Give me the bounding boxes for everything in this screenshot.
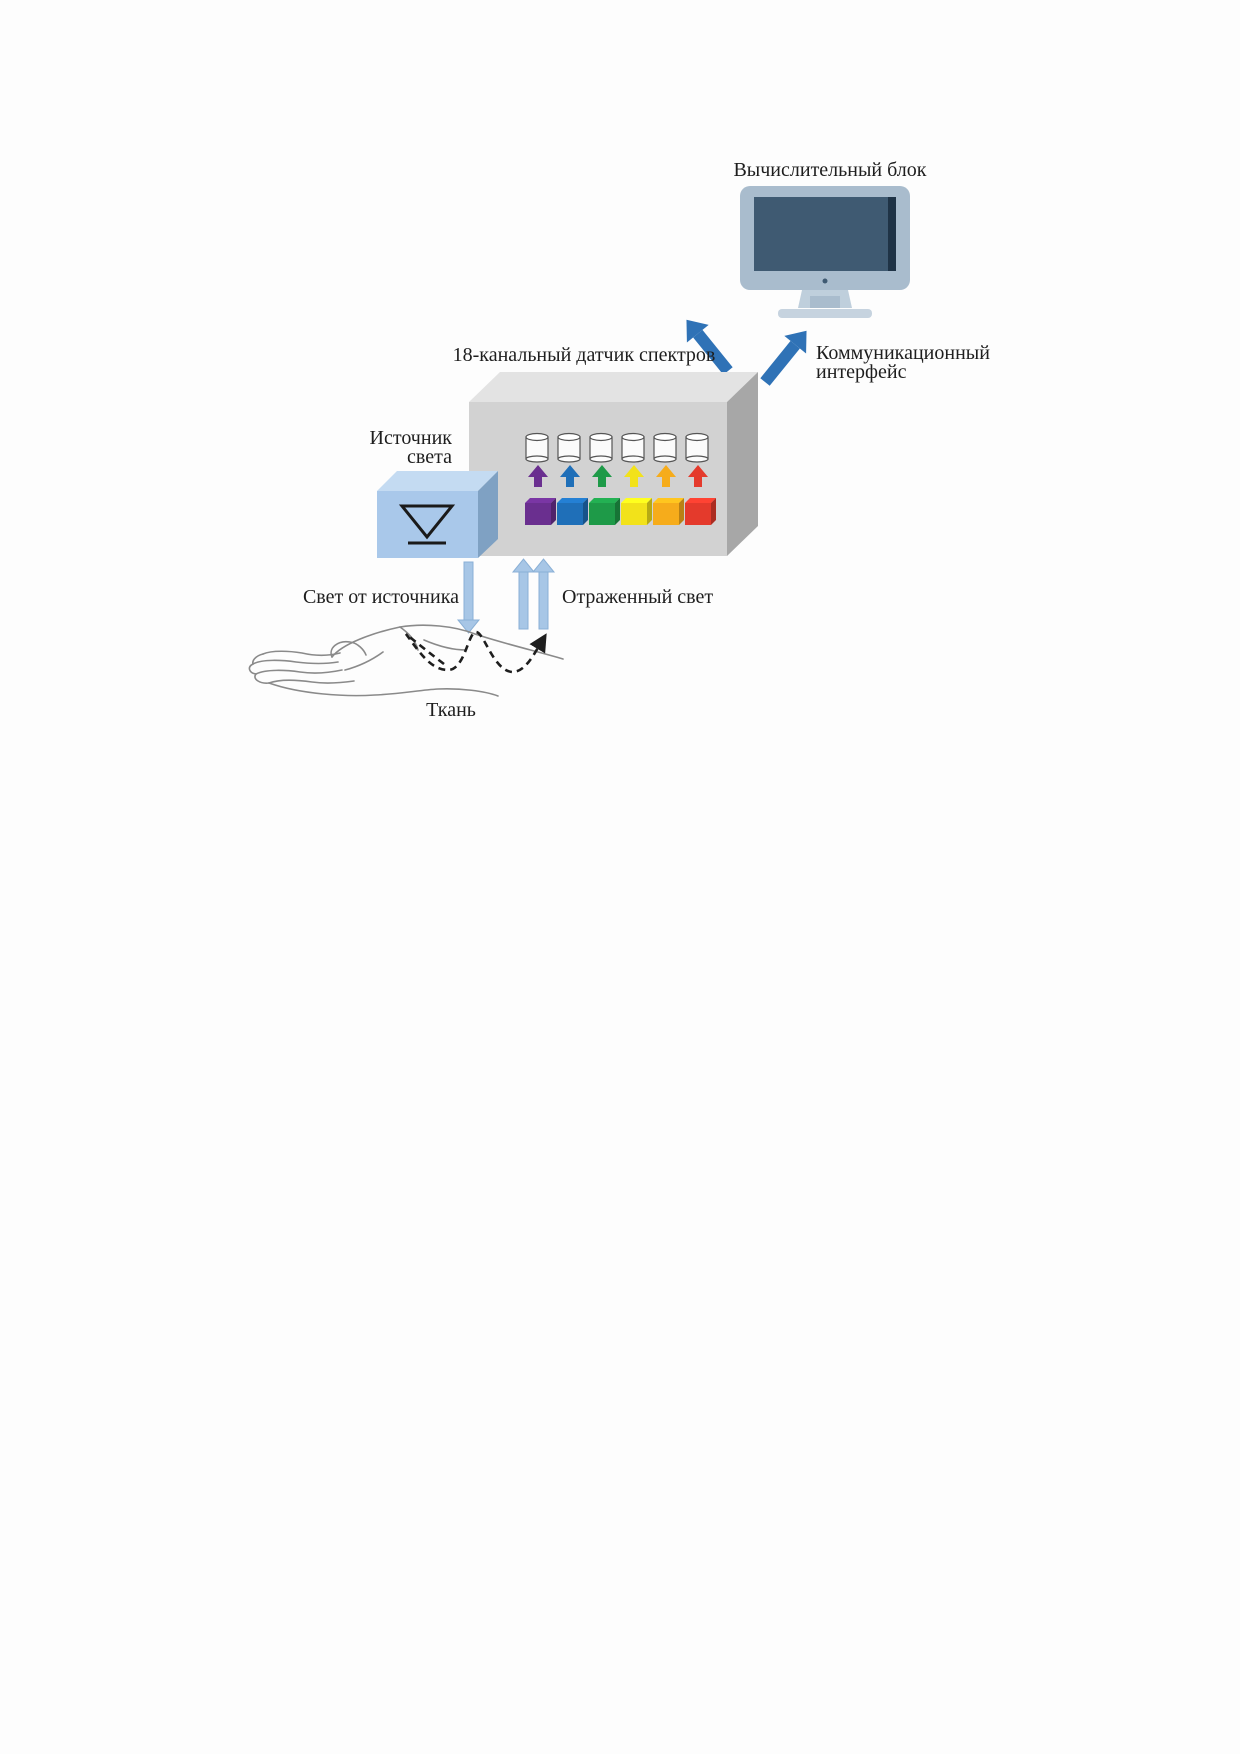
filter-cube xyxy=(653,498,684,525)
light-path-curve xyxy=(404,630,547,674)
channel-arrow-icon xyxy=(528,465,548,487)
source-light-label: Свет от источника xyxy=(303,586,459,608)
tissue-label: Ткань xyxy=(426,699,476,721)
reflected-light-label: Отраженный свет xyxy=(562,586,713,608)
communication-arrows xyxy=(686,319,807,386)
detector-cylinder-icon xyxy=(557,432,581,463)
filter-cube xyxy=(525,498,556,525)
source-light-arrow-icon xyxy=(456,561,481,634)
arrow-to-computer-icon xyxy=(760,330,807,386)
channel-6 xyxy=(685,432,716,525)
computing-unit-label: Вычислительный блок xyxy=(733,159,926,181)
emitter-symbol-icon xyxy=(398,504,456,545)
filter-cube xyxy=(589,498,620,525)
arrow-to-sensor-icon xyxy=(686,319,733,375)
interface-label-line1: Коммуникационный xyxy=(816,342,990,364)
monitor-icon xyxy=(740,186,910,318)
sensor-channels xyxy=(525,432,716,525)
filter-cube xyxy=(685,498,716,525)
channel-4 xyxy=(621,432,652,525)
detector-cylinder-icon xyxy=(653,432,677,463)
detector-cylinder-icon xyxy=(685,432,709,463)
channel-arrow-icon xyxy=(688,465,708,487)
filter-cube xyxy=(557,498,588,525)
detector-cylinder-icon xyxy=(525,432,549,463)
detector-cylinder-icon xyxy=(589,432,613,463)
light-source-label-line1: Источник xyxy=(370,427,453,449)
light-source-label-line2: света xyxy=(407,446,452,468)
channel-5 xyxy=(653,432,684,525)
light-source-box xyxy=(377,471,498,558)
reflected-light-arrows-icon xyxy=(511,558,556,630)
channel-arrow-icon xyxy=(624,465,644,487)
detector-cylinder-icon xyxy=(621,432,645,463)
filter-cube xyxy=(621,498,652,525)
channel-arrow-icon xyxy=(592,465,612,487)
channel-1 xyxy=(525,432,556,525)
sensor-label: 18-канальный датчик спектров xyxy=(453,344,716,366)
channel-arrow-icon xyxy=(560,465,580,487)
channel-arrow-icon xyxy=(656,465,676,487)
interface-label-line2: интерфейс xyxy=(816,361,907,383)
sensor-box xyxy=(469,372,758,556)
channel-2 xyxy=(557,432,588,525)
hand-icon xyxy=(248,624,564,697)
channel-3 xyxy=(589,432,620,525)
